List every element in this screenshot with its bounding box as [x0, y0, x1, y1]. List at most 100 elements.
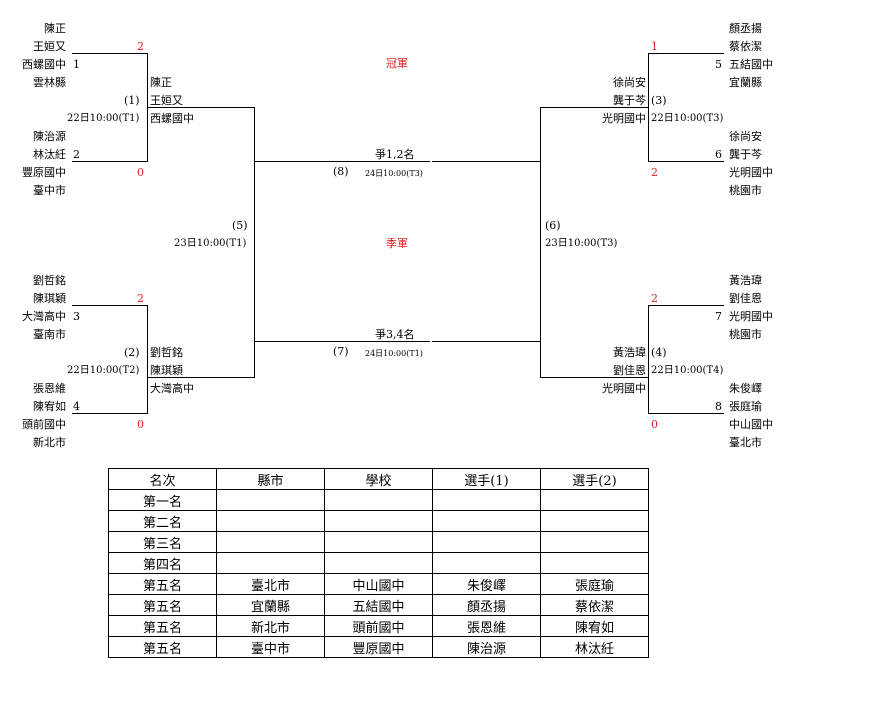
player-6-city: 桃園市	[729, 184, 762, 197]
match-2-score-top: 2	[137, 292, 144, 305]
bracket-line	[72, 413, 148, 414]
player1-cell: 陳治源	[432, 636, 541, 658]
results-table: 名次 縣市 學校 選手(1) 選手(2) 第一名 第二名 第三名	[108, 468, 649, 658]
bracket-line	[432, 161, 541, 162]
player-7-name2: 劉佳恩	[729, 292, 762, 305]
player-3-name1: 劉哲銘	[33, 274, 66, 287]
match-2-winner-name2: 陳琪穎	[150, 364, 183, 377]
table-row: 第五名 臺中市 豐原國中 陳治源 林汰紝	[108, 636, 649, 658]
school-cell	[324, 489, 433, 511]
table-row: 第五名 臺北市 中山國中 朱俊嶧 張庭瑜	[108, 573, 649, 595]
match-4-winner-name1: 黃浩瑋	[613, 346, 646, 359]
third-match-label: 爭3,4名	[375, 328, 415, 341]
table-row: 第一名	[108, 489, 649, 511]
match-1-score-bottom: 0	[137, 166, 144, 179]
player-1-name2: 王姮又	[33, 40, 66, 53]
rank-cell: 第一名	[108, 489, 217, 511]
player-1-seed: 1	[73, 58, 80, 71]
match-2-score-bottom: 0	[137, 418, 144, 431]
bracket-line	[648, 305, 649, 414]
school-cell	[324, 531, 433, 553]
player2-cell: 陳宥如	[540, 615, 649, 637]
match-1-score-top: 2	[137, 40, 144, 53]
player-1-name1: 陳正	[44, 22, 66, 35]
player1-cell	[432, 510, 541, 532]
table-row: 第五名 宜蘭縣 五結國中 顏丞揚 蔡依潔	[108, 594, 649, 616]
bracket-line	[147, 305, 148, 414]
player-8-school: 中山國中	[729, 418, 773, 431]
match-4-time: 22日10:00(T4)	[651, 365, 724, 376]
player1-cell: 顏丞揚	[432, 594, 541, 616]
school-cell: 頭前國中	[324, 615, 433, 637]
match-4-winner-school: 光明國中	[602, 382, 646, 395]
player-6-name2: 龔于芩	[729, 148, 762, 161]
match-6-number: (6)	[545, 219, 561, 232]
match-4-score-bottom: 0	[651, 418, 658, 431]
player-5-city: 宜蘭縣	[729, 76, 762, 89]
player1-cell	[432, 552, 541, 574]
player2-cell: 林汰紝	[540, 636, 649, 658]
bracket-line	[72, 53, 148, 54]
player-6-name1: 徐尚安	[729, 130, 762, 143]
city-cell	[216, 531, 325, 553]
final-label: 爭1,2名	[375, 148, 415, 161]
bracket-line	[147, 377, 255, 378]
match-6-time: 23日10:00(T3)	[545, 238, 618, 249]
player-4-name2: 陳宥如	[33, 400, 66, 413]
rank-cell: 第五名	[108, 573, 217, 595]
rank-cell: 第二名	[108, 510, 217, 532]
player-4-city: 新北市	[33, 436, 66, 449]
city-cell	[216, 552, 325, 574]
match-1-number: (1)	[124, 94, 140, 107]
bracket-line	[72, 305, 148, 306]
match-1-time: 22日10:00(T1)	[67, 113, 140, 124]
city-cell	[216, 489, 325, 511]
player-4-name1: 張恩維	[33, 382, 66, 395]
match-2-number: (2)	[124, 346, 140, 359]
player-5-name1: 顏丞揚	[729, 22, 762, 35]
rank-cell: 第三名	[108, 531, 217, 553]
match-5-time: 23日10:00(T1)	[174, 238, 247, 249]
bracket-line	[254, 341, 430, 342]
bracket-line	[648, 53, 724, 54]
city-cell: 新北市	[216, 615, 325, 637]
player-8-name2: 張庭瑜	[729, 400, 762, 413]
match-1-winner-school: 西螺國中	[150, 112, 194, 125]
table-row: 第二名	[108, 510, 649, 532]
table-row: 第四名	[108, 552, 649, 574]
bracket-line	[648, 413, 724, 414]
player-4-school: 頭前國中	[22, 418, 66, 431]
school-cell	[324, 552, 433, 574]
player1-cell: 朱俊嶧	[432, 573, 541, 595]
player-8-seed: 8	[715, 400, 722, 413]
player-5-seed: 5	[715, 58, 722, 71]
player-5-name2: 蔡依潔	[729, 40, 762, 53]
header-rank: 名次	[108, 468, 217, 490]
school-cell: 中山國中	[324, 573, 433, 595]
rank-cell: 第四名	[108, 552, 217, 574]
bracket-line	[540, 377, 649, 378]
player-2-name2: 林汰紝	[33, 148, 66, 161]
bracket-line	[254, 107, 255, 378]
school-cell: 豐原國中	[324, 636, 433, 658]
match-3-number: (3)	[651, 94, 667, 107]
player-2-seed: 2	[73, 148, 80, 161]
match-7-time: 24日10:00(T1)	[365, 349, 423, 358]
player-8-name1: 朱俊嶧	[729, 382, 762, 395]
match-3-score-top: 1	[651, 40, 658, 53]
player-6-school: 光明國中	[729, 166, 773, 179]
player2-cell	[540, 552, 649, 574]
school-cell	[324, 510, 433, 532]
bracket-line	[648, 305, 724, 306]
match-3-winner-school: 光明國中	[602, 112, 646, 125]
player2-cell	[540, 531, 649, 553]
player1-cell	[432, 489, 541, 511]
player-2-name1: 陳治源	[33, 130, 66, 143]
player2-cell	[540, 489, 649, 511]
match-4-score-top: 2	[651, 292, 658, 305]
player-7-name1: 黃浩瑋	[729, 274, 762, 287]
bracket-line	[648, 161, 724, 162]
city-cell: 宜蘭縣	[216, 594, 325, 616]
bracket-line	[432, 341, 541, 342]
bracket-line	[72, 161, 148, 162]
